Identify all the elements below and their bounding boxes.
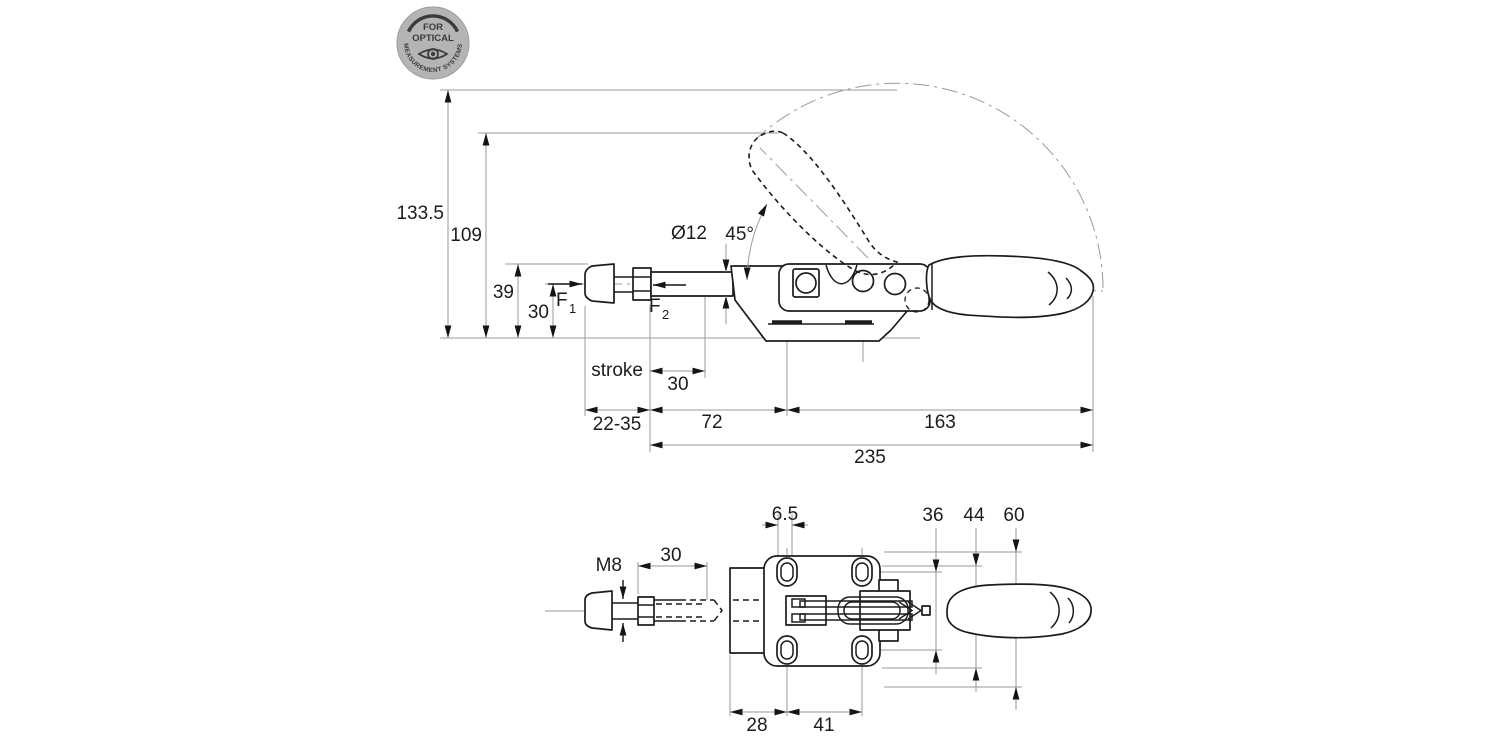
optical-measurement-badge: FOR OPTICAL MEASUREMENT SYSTEMS	[396, 6, 470, 80]
dim-overall-length: 235	[854, 447, 886, 468]
dim-stroke-range: 22-35	[593, 414, 642, 435]
dim-overall-height: 133.5	[396, 203, 444, 224]
thread-hidden-lines	[656, 599, 723, 622]
dim-axis-height: 30	[528, 302, 549, 323]
dim-hole-offset: 28	[746, 715, 767, 736]
handle-plan	[946, 583, 1092, 639]
handle-raised-dashed	[748, 130, 899, 276]
dim-plunger-height: 39	[493, 282, 514, 303]
hex-nut-facets-plan	[638, 604, 654, 618]
tip-stem-plan	[612, 602, 638, 620]
plan-dimensions	[619, 521, 1020, 716]
rubber-pressure-tip	[584, 263, 615, 304]
linkage-mechanism-plan	[785, 590, 931, 631]
lever-outer	[837, 596, 909, 625]
dim-front-length: 72	[701, 412, 722, 433]
handle-side	[925, 254, 1095, 319]
plunger-point	[898, 601, 923, 620]
dim-slot-width: 6.5	[772, 504, 798, 525]
force2-sub: 2	[662, 307, 669, 322]
badge-line1: FOR	[423, 22, 443, 33]
plunger-rod-side	[650, 271, 734, 297]
side-dimensions	[444, 90, 1093, 449]
hidden-boss-circle	[904, 287, 930, 313]
dim-hole-pitch: 41	[813, 715, 834, 736]
dim-opening-angle: 45°	[725, 224, 754, 245]
link-hole	[851, 269, 875, 293]
force2-label: F	[649, 296, 661, 317]
side-view: 133.5 109 39 30 stroke 30 22-35 72 163 2…	[396, 82, 1104, 468]
slot-top-left	[776, 557, 798, 587]
tip-stem	[614, 276, 633, 293]
dim-thread-adjust: 30	[667, 374, 688, 395]
handle-connector	[921, 605, 931, 616]
pivot-hole	[883, 272, 907, 296]
badge-top-arc	[406, 14, 460, 33]
handle-grip-curves	[1047, 271, 1073, 306]
force1-sub: 1	[569, 301, 576, 316]
eye-icon	[417, 48, 449, 60]
badge-line2: OPTICAL	[412, 33, 454, 44]
rubber-tip-plan	[584, 590, 613, 631]
slot-bottom-left	[776, 635, 798, 665]
slide-pin-hole	[795, 272, 817, 294]
dim-rear-length: 163	[924, 412, 956, 433]
handle-grip-curves-plan	[1049, 591, 1075, 629]
lever-inner	[843, 601, 901, 620]
label-stroke: stroke	[591, 360, 643, 381]
rod-plan	[654, 599, 680, 622]
hex-nut-plan	[637, 596, 655, 626]
hex-nut-facets	[633, 276, 651, 292]
mounting-slots	[776, 557, 873, 665]
angle-arc	[743, 203, 768, 281]
handle-sweep-arc	[753, 82, 1104, 289]
dim-thread-length: 30	[660, 545, 681, 566]
dim-width-c: 60	[1003, 505, 1024, 526]
force1-label: F	[556, 290, 568, 311]
dim-width-a: 36	[922, 505, 943, 526]
plate-scallop	[825, 264, 858, 285]
plan-view: M8 30 6.5 36 44 60 28 41	[545, 504, 1092, 736]
slot-bottom-right	[851, 635, 873, 665]
side-extension-lines	[440, 89, 1094, 452]
dim-width-b: 44	[963, 505, 985, 526]
dim-open-height: 109	[450, 225, 482, 246]
dim-rod-diameter: Ø12	[671, 223, 707, 244]
dim-thread-size: M8	[596, 555, 622, 576]
slot-top-right	[851, 557, 873, 587]
